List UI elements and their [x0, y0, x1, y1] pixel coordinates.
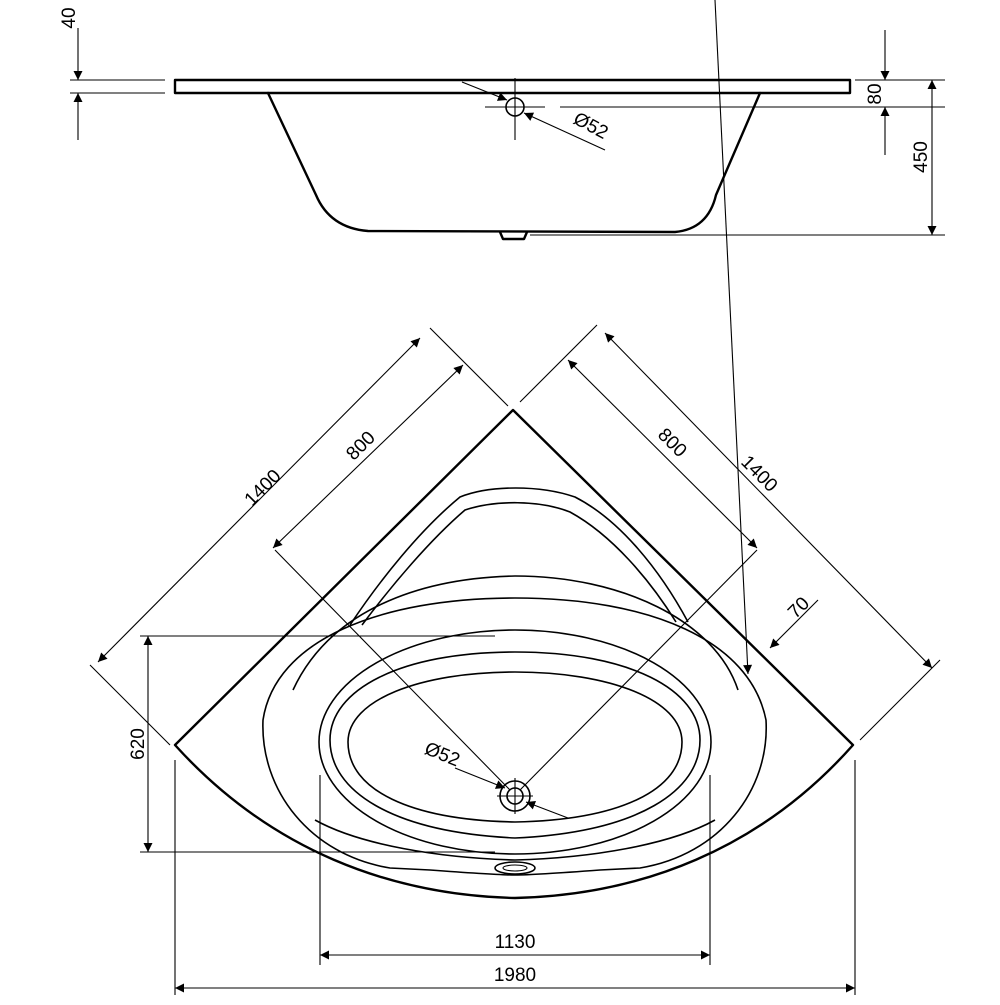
top-corner-shelf-inner [361, 501, 677, 626]
dim-side-length-left-label: 1400 [241, 466, 286, 511]
dim-inner-width: 1130 [319, 775, 711, 965]
dim-inner-length-left-label: 800 [342, 427, 379, 464]
top-front-skirt [314, 819, 716, 861]
dim-inner-width-label: 1130 [495, 932, 536, 953]
top-overflow-inner [502, 864, 528, 872]
top-basin-rim [262, 597, 767, 876]
side-rim [173, 78, 852, 95]
top-overflow [494, 861, 536, 875]
dim-rim-thickness-label: 40 [59, 7, 80, 28]
top-corner-shelf [349, 487, 689, 626]
side-basin [266, 91, 762, 234]
top-view: Ø52 1400 800 800 1400 [89, 0, 941, 995]
side-view: 40 Ø52 80 450 [59, 7, 945, 241]
dim-side-length-left: 1400 [89, 327, 509, 746]
top-basin-ring-2 [329, 651, 701, 839]
dim-rim-offset: 70 [714, 0, 819, 675]
dim-total-depth: 450 [530, 80, 945, 236]
top-basin-floor [347, 671, 683, 823]
top-basin-ring-1 [318, 629, 712, 855]
dim-total-depth-label: 450 [911, 141, 932, 173]
dim-rim-thickness: 40 [59, 7, 165, 140]
dim-drain-height-label: 80 [865, 83, 886, 104]
side-drain-stub [498, 230, 529, 241]
side-drain-diameter-label: Ø52 [570, 108, 612, 143]
dim-inner-length-right: 800 [567, 359, 758, 549]
top-drain-diameter-label: Ø52 [421, 738, 462, 771]
dim-rim-offset-label: 70 [784, 593, 814, 623]
dim-depth-front-label: 620 [128, 728, 149, 760]
top-drain: Ø52 [421, 738, 569, 819]
dim-inner-length-right-label: 800 [653, 424, 690, 461]
dim-total-width-label: 1980 [494, 965, 536, 986]
side-overflow-drain: Ø52 [461, 78, 612, 151]
dim-depth-front: 620 [128, 635, 495, 853]
top-outline [173, 408, 855, 900]
dim-total-width: 1980 [174, 760, 856, 995]
